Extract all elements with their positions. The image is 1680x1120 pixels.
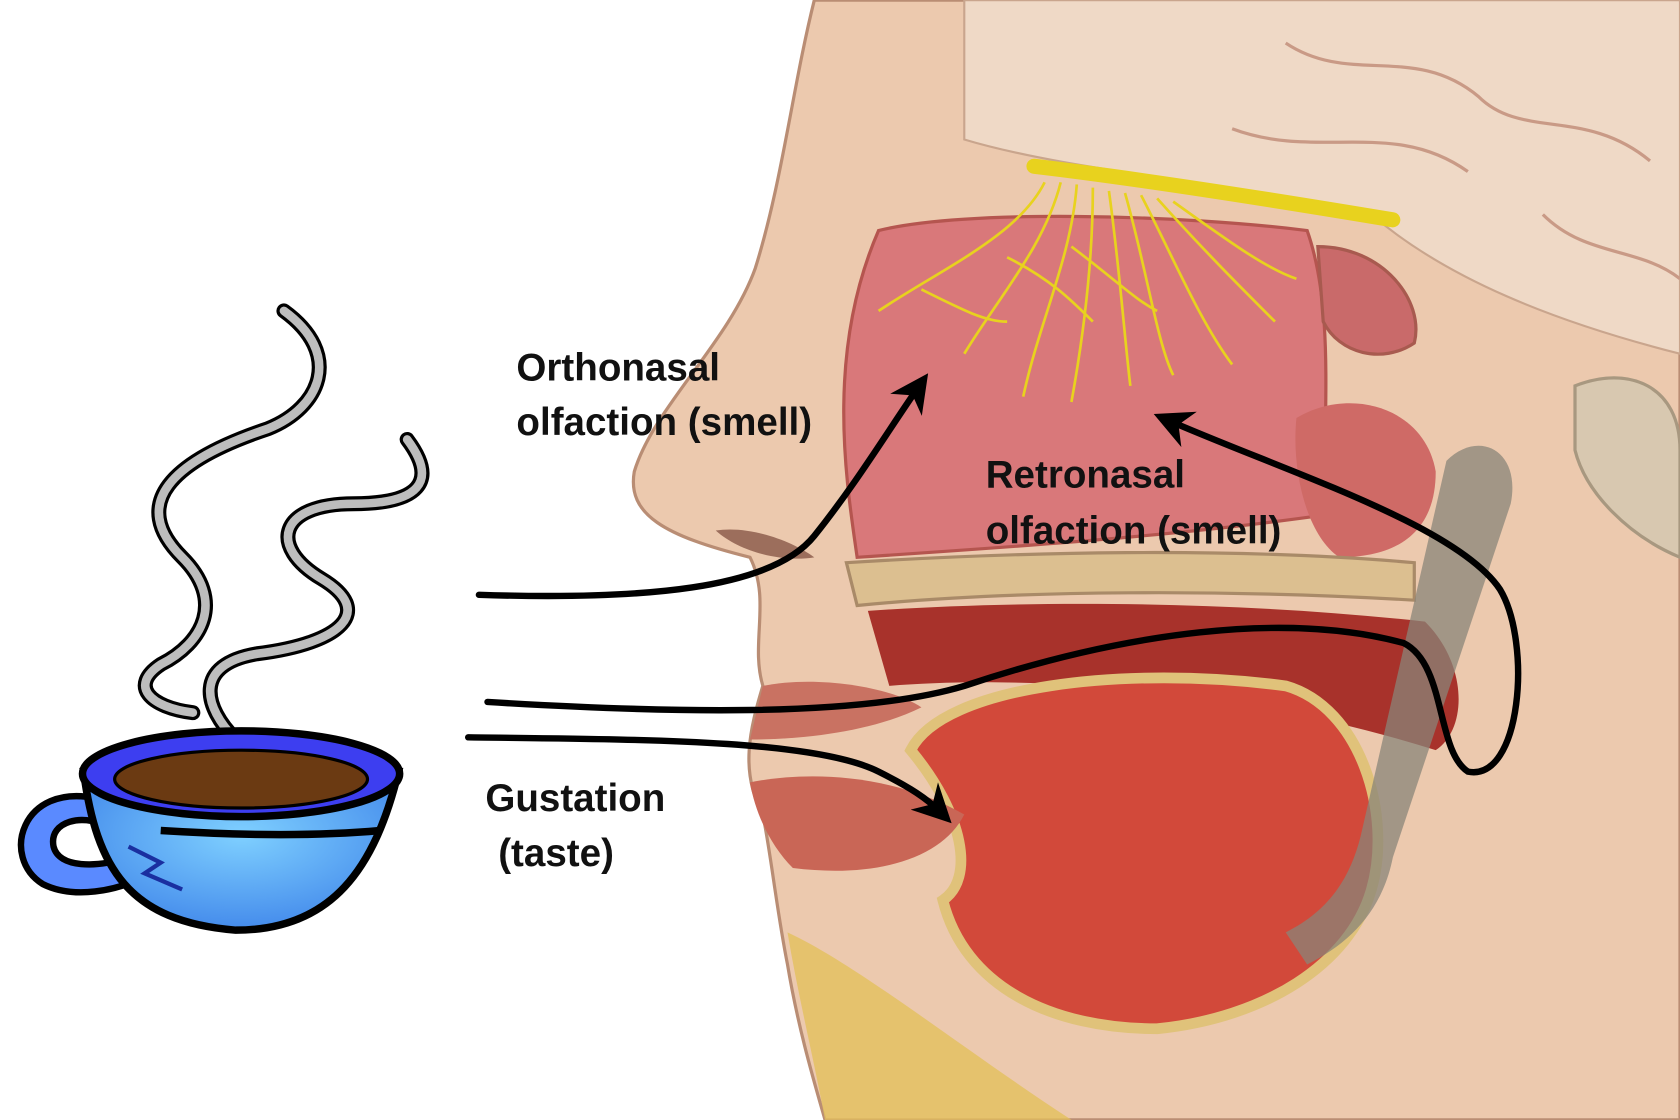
orthonasal-arrow bbox=[475, 373, 929, 600]
retronasal-label-line2: olfaction (smell) bbox=[986, 509, 1282, 552]
cup-sparkle bbox=[127, 844, 183, 892]
hard-palate bbox=[844, 550, 1416, 608]
sinus bbox=[1316, 244, 1418, 356]
head-cross-section bbox=[631, 0, 1680, 1120]
gustation-label-line2: (taste) bbox=[498, 832, 614, 875]
olfactory-fibers bbox=[877, 181, 1297, 403]
steam-right bbox=[202, 431, 430, 747]
olfactory-bulb bbox=[1026, 158, 1401, 228]
brain-folds bbox=[1231, 41, 1680, 281]
gustation-label-line1: Gustation bbox=[485, 777, 665, 820]
jaw-fat bbox=[787, 932, 1072, 1120]
coffee bbox=[113, 748, 370, 810]
labels: Orthonasal olfaction (smell) Retronasal … bbox=[485, 347, 1281, 875]
tongue bbox=[904, 672, 1384, 1035]
olfactory-nerve bbox=[877, 158, 1401, 403]
orthonasal-label-line1: Orthonasal bbox=[516, 347, 720, 390]
coffee-cup-illustration bbox=[17, 303, 430, 934]
airflow-arrows bbox=[465, 373, 1522, 824]
nostril bbox=[715, 529, 815, 559]
cup-stripe bbox=[160, 826, 381, 839]
trachea-tube bbox=[1285, 445, 1513, 965]
ear-region bbox=[1573, 376, 1680, 560]
retronasal-label-line1: Retronasal bbox=[986, 454, 1185, 497]
upper-lip bbox=[750, 681, 922, 740]
orthonasal-label-line2: olfaction (smell) bbox=[516, 401, 812, 444]
retronasal-arrow bbox=[484, 411, 1522, 776]
gustation-arrow bbox=[465, 734, 952, 824]
